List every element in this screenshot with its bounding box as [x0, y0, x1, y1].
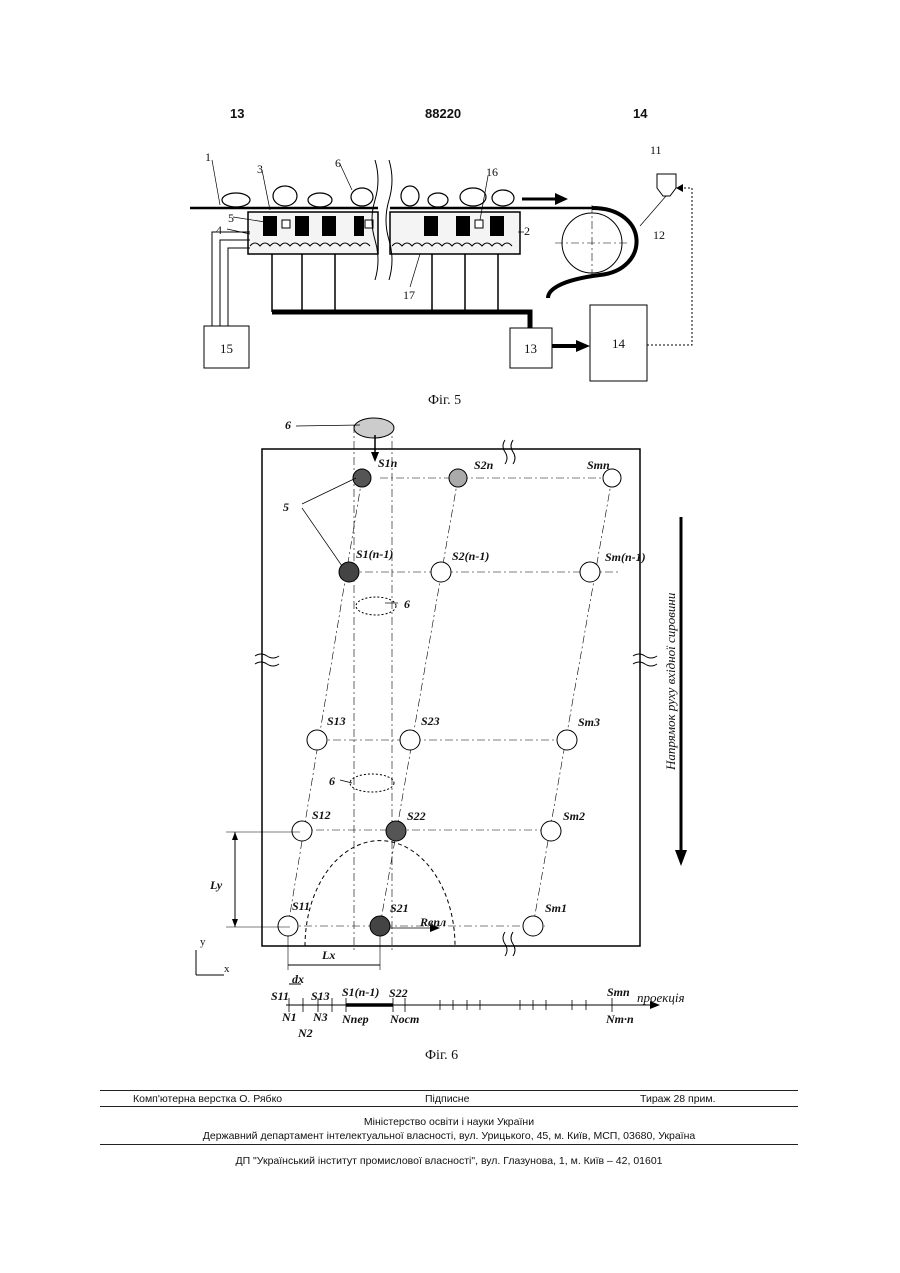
sensor-label-5: 5: [283, 500, 289, 515]
sensor-Smn: Smn: [587, 458, 610, 473]
footer-rule-top: [100, 1090, 798, 1091]
fig6-caption: Фіг. 6: [425, 1048, 458, 1064]
proj-N2: N2: [298, 1026, 313, 1041]
proj-S13: S13: [311, 989, 330, 1004]
material-direction-label: Напрямок руху вхідної сировини: [663, 540, 679, 770]
footer-rule-mid: [100, 1106, 798, 1107]
sensor-Sm3: Sm3: [578, 715, 600, 730]
sensor-S22: S22: [407, 809, 426, 824]
footer-signed: Підписне: [425, 1093, 469, 1105]
sensor-array: [278, 469, 621, 936]
footer-typesetter: Комп'ютерна верстка О. Рябко: [133, 1093, 282, 1105]
sensor-S13: S13: [327, 714, 346, 729]
sensor-S23: S23: [421, 714, 440, 729]
sensor-Smn1: Sm(n-1): [605, 550, 646, 565]
rock-label-bottom: 6: [329, 774, 335, 789]
axis-x-label: x: [224, 963, 230, 975]
sensor-S1n1: S1(n-1): [356, 547, 393, 562]
proj-title: проекція: [637, 990, 685, 1006]
proj-N3: N3: [313, 1010, 328, 1025]
dimension-Lx: Lx: [322, 948, 335, 963]
proj-dx: dx: [292, 972, 304, 987]
radius-label: Rвпл: [420, 915, 446, 930]
proj-Nper: Nпер: [342, 1012, 369, 1027]
sensor-S2n1: S2(n-1): [452, 549, 489, 564]
sensor-S11: S11: [292, 899, 310, 914]
sensor-S21: S21: [390, 901, 409, 916]
sensor-S1n: S1n: [378, 456, 397, 471]
footer-rule-bottom: [100, 1144, 798, 1145]
sensor-S12: S12: [312, 808, 331, 823]
dimension-Ly: Ly: [210, 878, 222, 893]
proj-S11: S11: [271, 989, 289, 1004]
proj-Nmn: Nm·n: [606, 1012, 634, 1027]
sensor-S2n: S2n: [474, 458, 493, 473]
footer-ministry: Міністерство освіти і науки України: [100, 1116, 798, 1128]
figure-6-drawing: [0, 0, 900, 1060]
sensor-Sm1: Sm1: [545, 901, 567, 916]
proj-Nost: Nост: [390, 1012, 419, 1027]
rock-label-top: 6: [285, 418, 291, 433]
proj-N1: N1: [282, 1010, 297, 1025]
proj-S22: S22: [389, 986, 408, 1001]
footer-institute: ДП "Український інститут промислової вла…: [100, 1155, 798, 1167]
sensor-Sm2: Sm2: [563, 809, 585, 824]
proj-S1n1: S1(n-1): [342, 985, 379, 1000]
footer-circulation: Тираж 28 прим.: [640, 1093, 716, 1105]
proj-Smn: Smn: [607, 985, 630, 1000]
axis-y-label: y: [200, 936, 206, 948]
footer-department: Державний департамент інтелектуальної вл…: [100, 1130, 798, 1142]
rock-label-mid: 6: [404, 597, 410, 612]
